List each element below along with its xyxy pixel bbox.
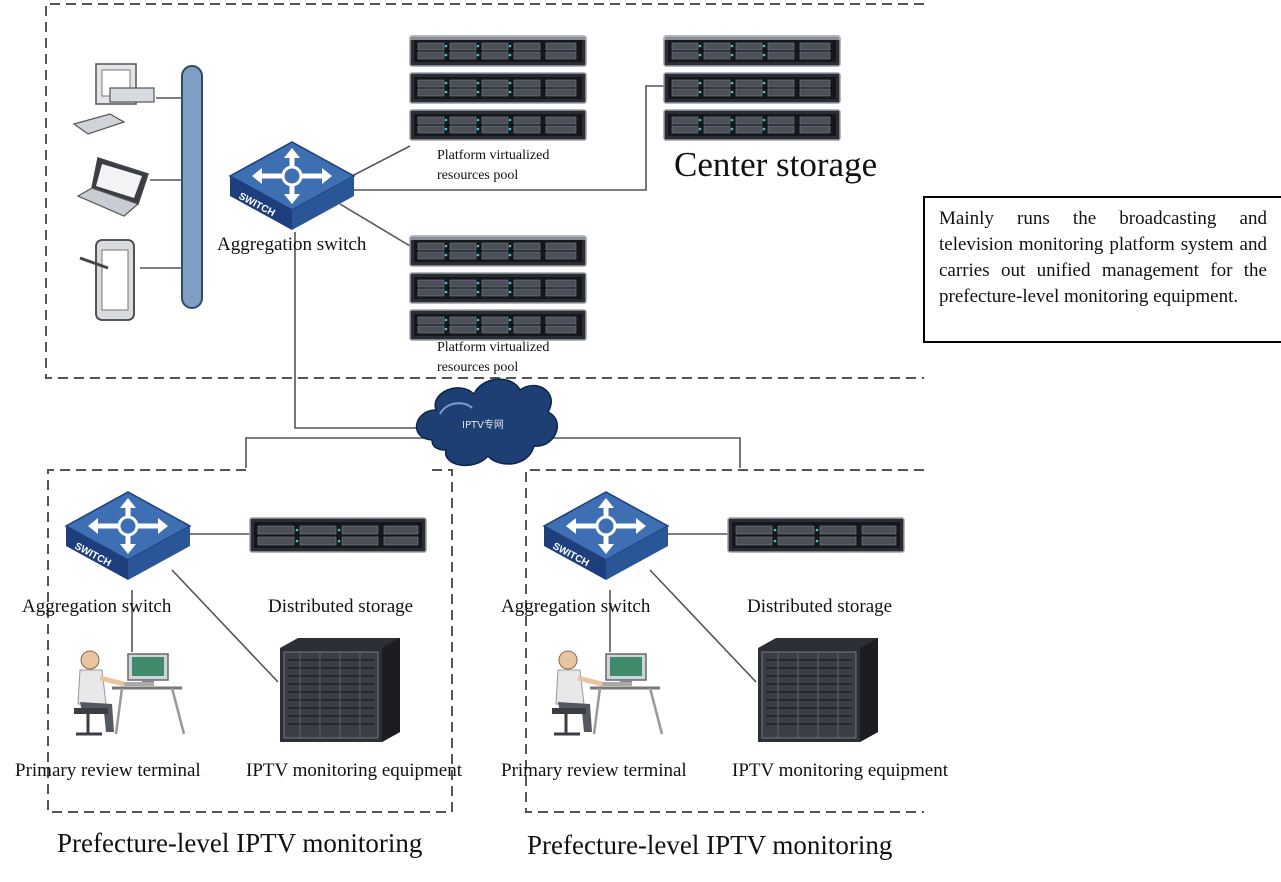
left-monitoring-chassis-icon [279,637,401,743]
right-primary-review-terminal-label: Primary review terminal [501,760,687,781]
left-distributed-storage-label: Distributed storage [268,596,414,617]
cloud-icon [415,378,559,467]
network-bus-icon [140,65,203,309]
right-operator-icon [552,651,662,734]
cloud-label: IPTV专网 [462,418,504,431]
tablet-icon [79,239,135,321]
right-region-title: Prefecture-level IPTV monitoring [527,830,893,860]
left-aggregation-switch-icon [66,492,190,580]
right-distributed-storage-icon [727,517,905,553]
laptop-icon [76,157,149,217]
central-frame [45,3,924,379]
right-aggregation-switch-label: Aggregation switch [501,596,651,617]
left-region-frame [47,469,453,813]
aggregation-switch-top-label: Aggregation switch [217,234,367,255]
left-aggregation-switch-label: Aggregation switch [22,596,172,617]
desktop-computer-icon [72,63,155,135]
resource-pool-top-icon [410,36,586,140]
center-storage-label: Center storage [674,145,878,184]
resource-pool-bottom-icon [410,236,586,340]
right-iptv-monitoring-equipment-label: IPTV monitoring equipment [732,760,949,781]
right-distributed-storage-label: Distributed storage [747,596,893,617]
right-monitoring-chassis-icon [757,637,879,743]
right-aggregation-switch-icon [544,492,668,580]
right-region-frame [525,469,924,813]
left-region-title: Prefecture-level IPTV monitoring [57,828,423,858]
aggregation-switch-top-icon [230,142,354,230]
left-iptv-monitoring-equipment-label: IPTV monitoring equipment [246,760,463,781]
left-distributed-storage-icon [249,517,427,553]
left-operator-icon [74,651,184,734]
left-primary-review-terminal-label: Primary review terminal [15,760,201,781]
description-box: Mainly runs the broadcasting and televis… [923,196,1281,343]
resource-pool-top-label: Platform virtualized resources pool [437,148,550,183]
center-storage-icon [664,36,840,140]
resource-pool-bottom-label: Platform virtualized resources pool [437,340,550,375]
